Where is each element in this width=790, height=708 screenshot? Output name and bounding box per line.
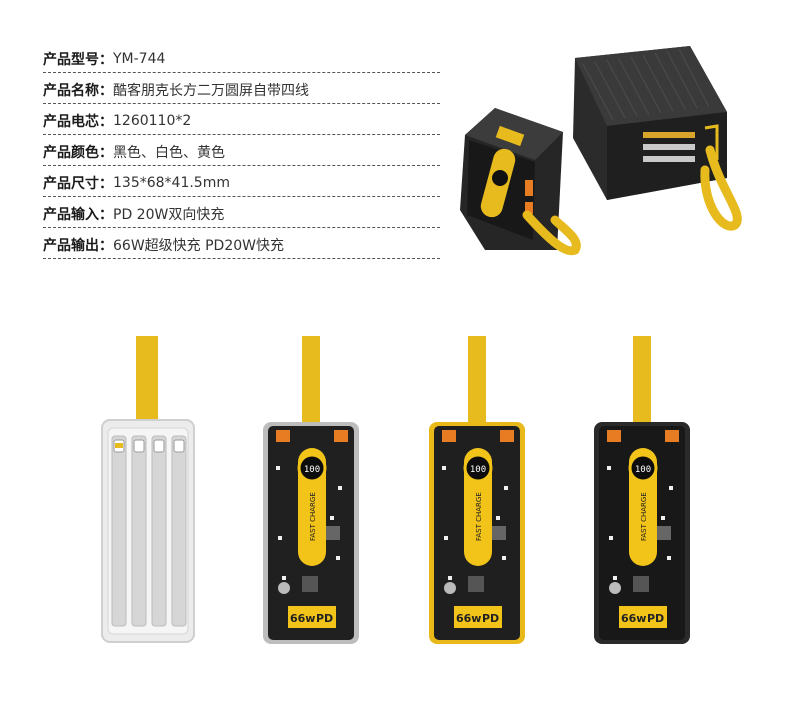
- spec-value: 1260110*2: [113, 113, 192, 129]
- fast-charge-label: FAST CHARGE: [475, 492, 483, 541]
- variant-clear-black: 100 FAST CHARGE 66w PD: [594, 336, 690, 644]
- spec-row-size: 产品尺寸： 135*68*41.5mm: [43, 166, 440, 197]
- battery-display: 100: [470, 465, 486, 475]
- spec-row-name: 产品名称： 酷客朋克长方二万圆屏自带四线: [43, 73, 440, 104]
- spec-value: YM-744: [113, 51, 166, 67]
- fast-charge-label: FAST CHARGE: [640, 492, 648, 541]
- badge-pd: PD: [482, 612, 499, 625]
- spec-value: 黑色、白色、黄色: [113, 145, 225, 161]
- spec-value: 135*68*41.5mm: [113, 175, 230, 191]
- spec-row-cell: 产品电芯： 1260110*2: [43, 104, 440, 135]
- spec-row-input: 产品输入： PD 20W双向快充: [43, 197, 440, 228]
- badge-pd: PD: [316, 612, 333, 625]
- badge-pd: PD: [647, 612, 664, 625]
- spec-label: 产品输入：: [43, 207, 113, 223]
- spec-row-color: 产品颜色： 黑色、白色、黄色: [43, 135, 440, 166]
- variant-white-back: [101, 336, 195, 643]
- spec-label: 产品颜色：: [43, 145, 113, 161]
- variant-clear-yellow: 100 FAST CHARGE 66w PD: [429, 336, 525, 644]
- fast-charge-label: FAST CHARGE: [309, 492, 317, 541]
- battery-display: 100: [635, 465, 651, 475]
- spec-label: 产品电芯：: [43, 114, 113, 130]
- spec-row-model: 产品型号： YM-744: [43, 42, 440, 73]
- hero-front-unit: [460, 108, 581, 256]
- hero-product-image: [460, 46, 742, 256]
- spec-label: 产品名称：: [43, 83, 113, 99]
- battery-display: 100: [304, 465, 320, 475]
- spec-list: 产品型号： YM-744 产品名称： 酷客朋克长方二万圆屏自带四线 产品电芯： …: [43, 42, 440, 259]
- spec-value: 酷客朋克长方二万圆屏自带四线: [113, 83, 309, 99]
- spec-label: 产品输出：: [43, 238, 113, 254]
- badge-66w: 66w: [290, 612, 315, 625]
- hero-back-unit: [573, 46, 742, 231]
- spec-row-output: 产品输出： 66W超级快充 PD20W快充: [43, 228, 440, 259]
- spec-label: 产品尺寸：: [43, 176, 113, 192]
- variant-clear-grey: 100 FAST CHARGE 66w PD: [263, 336, 359, 644]
- spec-value: 66W超级快充 PD20W快充: [113, 238, 284, 254]
- badge-66w: 66w: [456, 612, 481, 625]
- spec-value: PD 20W双向快充: [113, 207, 225, 223]
- spec-label: 产品型号：: [43, 52, 113, 68]
- strap: [136, 336, 158, 431]
- badge-66w: 66w: [621, 612, 646, 625]
